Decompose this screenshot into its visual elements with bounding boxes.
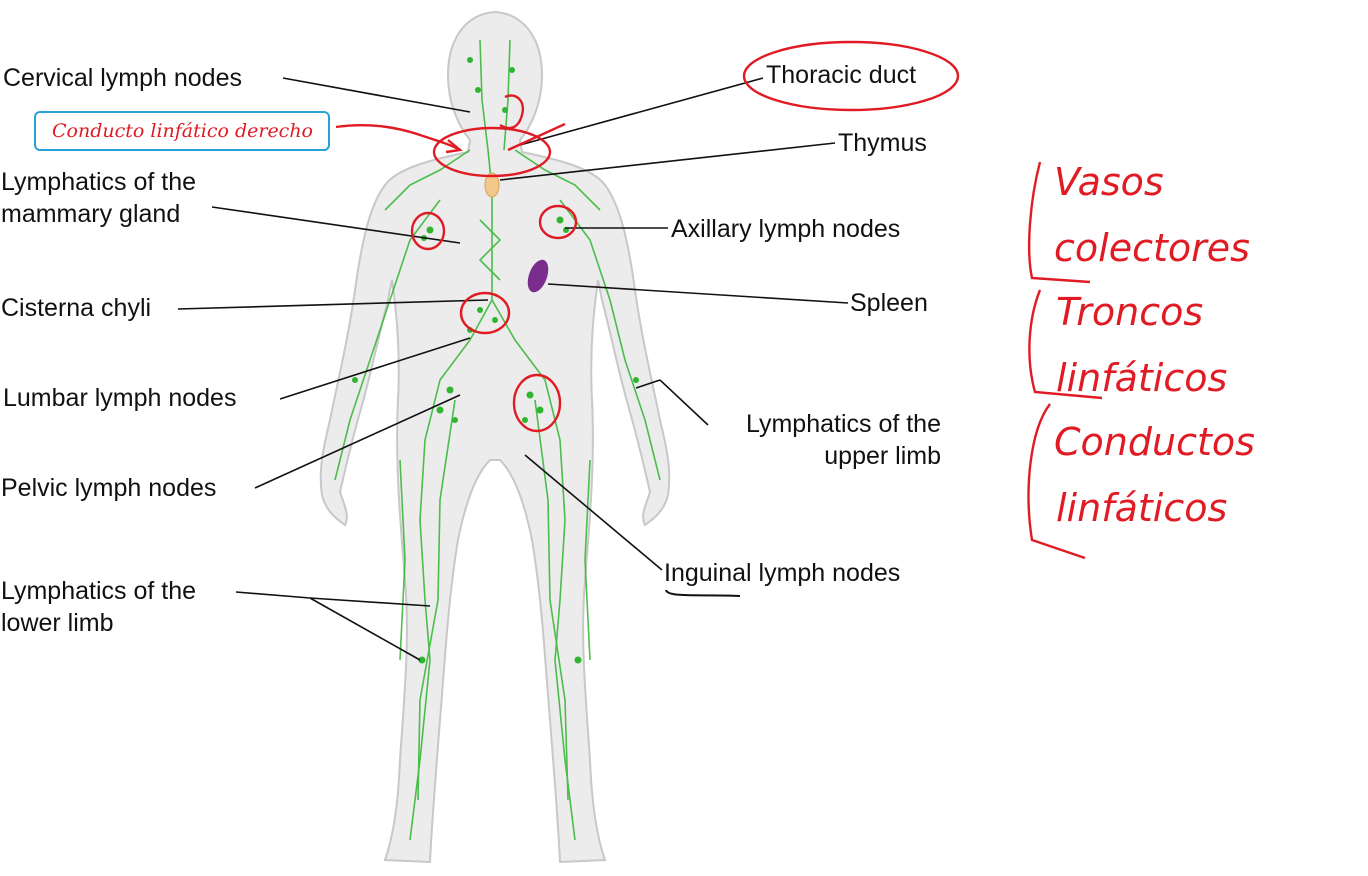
- thymus-organ: [484, 172, 500, 198]
- label-thymus: Thymus: [838, 129, 927, 157]
- spleen-organ: [527, 259, 549, 293]
- lymph-vessels: [334, 39, 661, 841]
- inguinal-underline: [665, 589, 741, 597]
- label-upper-limb-line2: upper limb: [824, 442, 941, 470]
- thoracic-duct-circle: [742, 40, 960, 112]
- annotation-conductos: Conductos: [1054, 420, 1255, 464]
- handwritten-markings: [335, 40, 1103, 560]
- annotation-troncos-linfaticos: linfáticos: [1056, 356, 1228, 400]
- label-axillary-lymph-nodes: Axillary lymph nodes: [671, 215, 901, 243]
- label-lumbar-lymph-nodes: Lumbar lymph nodes: [3, 384, 237, 412]
- lymph-nodes: [352, 57, 639, 664]
- label-cervical-lymph-nodes: Cervical lymph nodes: [3, 64, 242, 92]
- annotation-vasos: Vasos: [1054, 160, 1164, 204]
- label-mammary-line2: mammary gland: [1, 200, 181, 228]
- label-inguinal-lymph-nodes: Inguinal lymph nodes: [664, 559, 901, 587]
- body-silhouette: [319, 10, 671, 864]
- label-thoracic-duct: Thoracic duct: [766, 61, 917, 89]
- leader-lines: [177, 77, 849, 661]
- label-lower-limb-line1: Lymphatics of the: [1, 577, 197, 605]
- annotation-conductos-linfaticos: linfáticos: [1056, 486, 1228, 530]
- label-pelvic-lymph-nodes: Pelvic lymph nodes: [1, 474, 217, 502]
- label-lower-limb-line2: lower limb: [1, 609, 114, 637]
- annotation-troncos: Troncos: [1056, 290, 1204, 334]
- annotation-right-duct: Conducto linfático derecho: [52, 120, 313, 142]
- label-cisterna-chyli: Cisterna chyli: [1, 294, 152, 322]
- label-mammary-line1: Lymphatics of the: [1, 168, 197, 196]
- label-upper-limb-line1: Lymphatics of the: [745, 410, 941, 438]
- duct-junction-circle: [432, 126, 552, 178]
- annotation-colectores: colectores: [1054, 226, 1250, 270]
- annotation-box-right-duct: Conducto linfático derecho: [34, 111, 330, 151]
- label-spleen: Spleen: [850, 289, 928, 317]
